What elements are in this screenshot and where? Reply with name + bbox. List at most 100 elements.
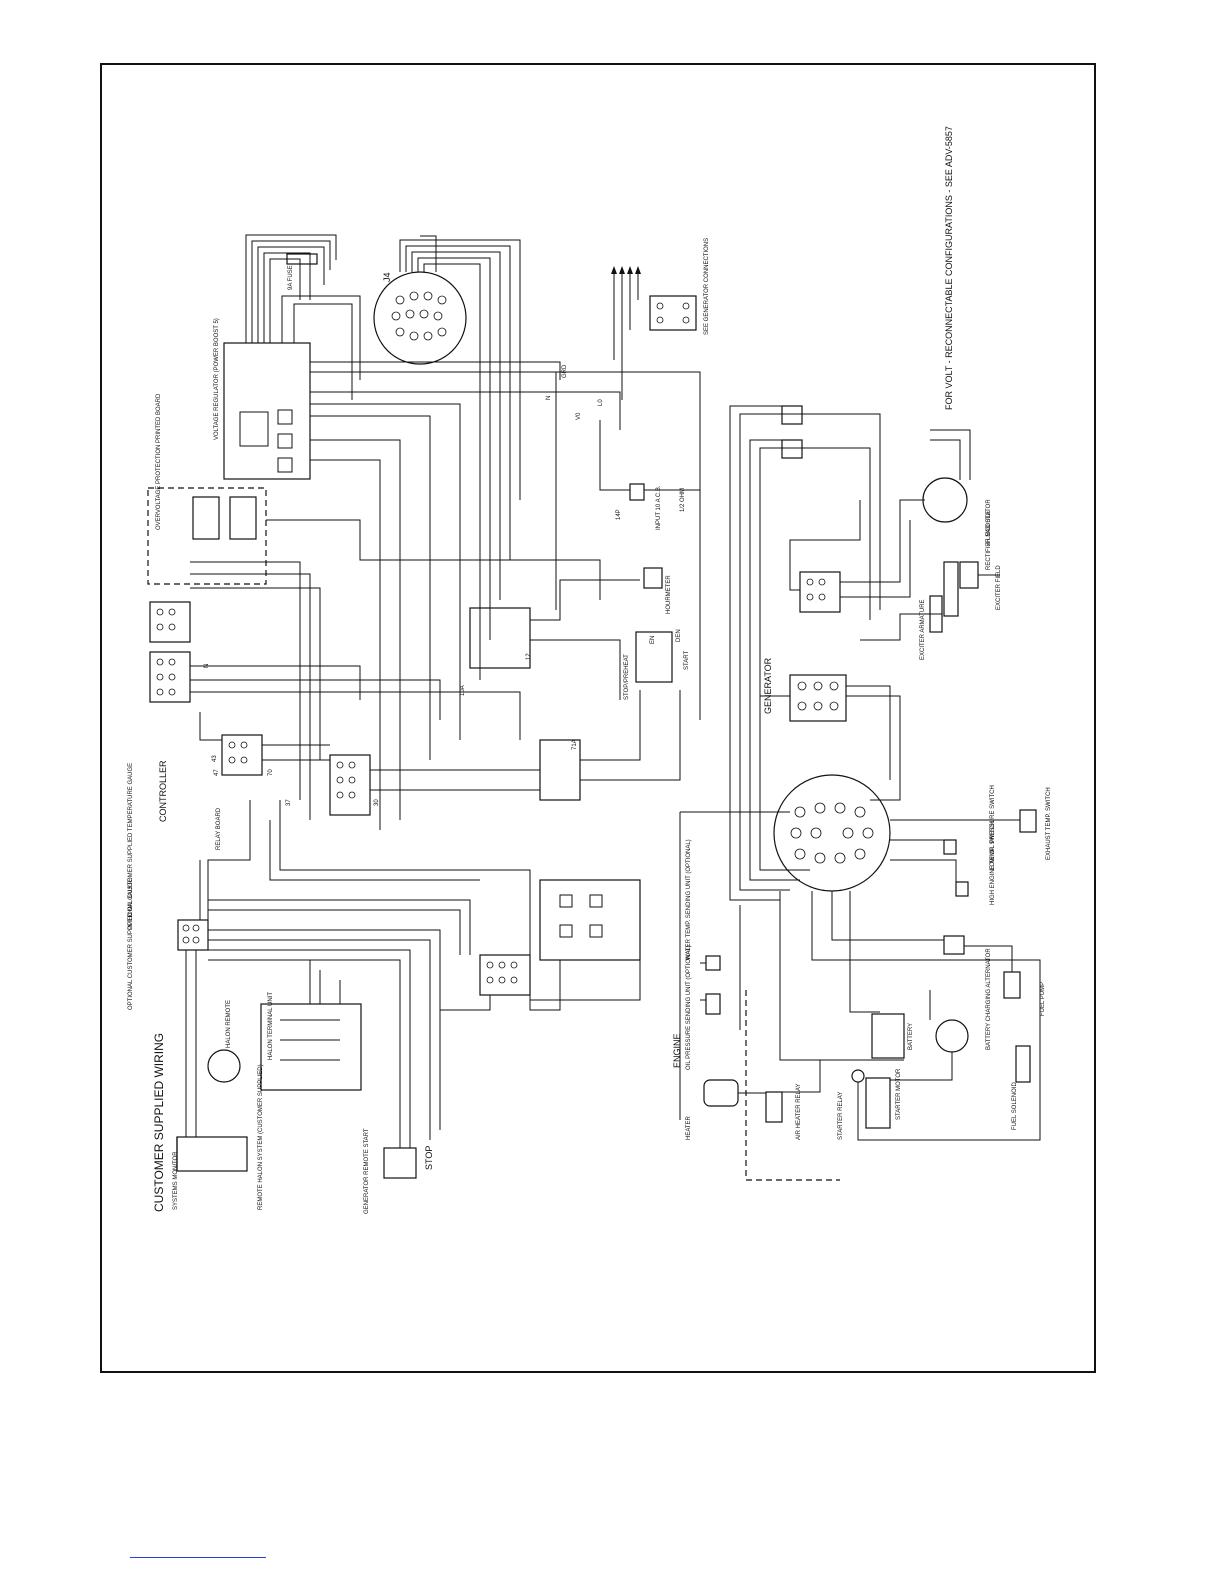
svg-text:SEE GENERATOR CONNECTIONS: SEE GENERATOR CONNECTIONS: [704, 238, 710, 335]
svg-text:30: 30: [374, 799, 380, 806]
exhaust-temp-switch: EXHAUST TEMP. SWITCH: [1019, 787, 1052, 860]
connector-p1: [329, 754, 371, 816]
connector-j6: [479, 954, 531, 996]
svg-text:EN: EN: [650, 636, 656, 644]
svg-text:HIGH ENGINE TEMP. SWITCH: HIGH ENGINE TEMP. SWITCH: [990, 821, 996, 905]
svg-text:START: START: [684, 651, 690, 670]
svg-text:CONTROLLER: CONTROLLER: [158, 760, 168, 822]
starter-motor: STARTER MOTOR: [865, 1068, 902, 1129]
low-oil-pressure-switch: LOW OIL PRESSURE SWITCH: [943, 785, 996, 870]
stator: 4 LEAD STATOR: [922, 477, 992, 545]
relay-k25: [469, 607, 531, 669]
svg-text:VOLTAGE REGULATOR (POWER BOOST: VOLTAGE REGULATOR (POWER BOOST 5): [214, 318, 220, 440]
svg-text:SYSTEMS MONITOR: SYSTEMS MONITOR: [173, 1151, 179, 1210]
svg-text:AIR HEATER RELAY: AIR HEATER RELAY: [796, 1084, 802, 1140]
svg-text:V0: V0: [576, 412, 582, 420]
engine-dashed-boundary: [745, 990, 840, 1181]
svg-text:OPTIONAL CUSTOMER SUPPLIED TEM: OPTIONAL CUSTOMER SUPPLIED TEMPERATURE G…: [128, 763, 134, 930]
line-output-arrows: [611, 266, 641, 400]
footer-link-underline[interactable]: [130, 1557, 266, 1558]
battery: BATTERY: [871, 1013, 914, 1059]
exciter-field: EXCITER FIELD: [943, 561, 1002, 617]
reconnectable-note: FOR VOLT - RECONNECTABLE CONFIGURATIONS …: [944, 126, 954, 410]
svg-text:EXHAUST TEMP. SWITCH: EXHAUST TEMP. SWITCH: [1046, 787, 1052, 860]
svg-text:STOP/PREHEAT: STOP/PREHEAT: [624, 654, 630, 700]
stop-preheat-start-switch: STOP/PREHEAT START: [624, 631, 690, 700]
svg-text:14P: 14P: [616, 509, 622, 520]
fuel-solenoid: FUEL SOLENOID: [1012, 1045, 1031, 1130]
svg-text:STOP: STOP: [424, 1146, 434, 1170]
svg-text:BATTERY CHARGING ALTERNATOR: BATTERY CHARGING ALTERNATOR: [986, 948, 992, 1050]
input-circuit-breaker: INPUT 10 A C.B.: [629, 483, 662, 530]
svg-text:DEN: DEN: [676, 629, 682, 642]
svg-text:J4: J4: [382, 272, 392, 282]
high-engine-temp-switch: HIGH ENGINE TEMP. SWITCH: [955, 821, 996, 905]
svg-text:GENERATOR: GENERATOR: [763, 657, 773, 714]
heater: HEATER: [686, 1079, 739, 1140]
connector-p6-right: [781, 439, 803, 459]
svg-text:HEATER: HEATER: [686, 1115, 692, 1140]
svg-text:FUEL PUMP: FUEL PUMP: [1040, 982, 1046, 1016]
connector-p35: [149, 651, 191, 703]
svg-text:REMOTE HALON SYSTEM (CUSTOMER: REMOTE HALON SYSTEM (CUSTOMER SUPPLIED): [258, 1064, 264, 1210]
generator-remote-start: GENERATOR REMOTE START STOP: [364, 1128, 434, 1214]
connector-p2: CONTROLLER RELAY BOARD: [158, 734, 263, 850]
svg-text:37: 37: [286, 799, 292, 806]
wire-bundle-lower-left: [185, 800, 641, 1148]
svg-text:RELAY BOARD: RELAY BOARD: [216, 807, 222, 850]
svg-text:HALON TERMINAL UNIT: HALON TERMINAL UNIT: [268, 992, 274, 1060]
svg-text:9A FUSE: 9A FUSE: [288, 265, 294, 290]
oil-pressure-sender: OIL PRESSURE SENDING UNIT (OPTIONAL): [686, 945, 721, 1070]
connector-p4: [773, 774, 891, 892]
svg-text:WATER TEMP. SENDING UNIT (OPTI: WATER TEMP. SENDING UNIT (OPTIONAL): [686, 839, 692, 960]
svg-text:10A: 10A: [460, 685, 466, 696]
svg-text:STARTER RELAY: STARTER RELAY: [838, 1092, 844, 1140]
svg-text:OPTIONAL CUSTOMER SUPPLIED OIL: OPTIONAL CUSTOMER SUPPLIED OIL GAUGE: [128, 878, 134, 1010]
generator-connections-box: SEE GENERATOR CONNECTIONS: [649, 238, 710, 335]
svg-text:GENERATOR REMOTE START: GENERATOR REMOTE START: [364, 1128, 370, 1214]
exciter-armature: EXCITER ARMATURE: [920, 595, 943, 660]
wire-bundle-upper: [245, 234, 521, 680]
svg-text:4 LEAD STATOR: 4 LEAD STATOR: [986, 499, 992, 545]
svg-text:OIL PRESSURE SENDING UNIT (OPT: OIL PRESSURE SENDING UNIT (OPTIONAL): [686, 945, 692, 1070]
svg-text:L0: L0: [598, 399, 604, 406]
drawing-frame: [100, 63, 1096, 1373]
svg-text:GRD: GRD: [562, 364, 568, 378]
connector-p6-left: OPTIONAL CUSTOMER SUPPLIED TEMPERATURE G…: [128, 763, 209, 1010]
connector-p7: [781, 405, 803, 425]
starter-relay: STARTER RELAY: [838, 1069, 865, 1140]
connector-j8: GENERATOR: [763, 657, 847, 722]
svg-text:FOR VOLT - RECONNECTABLE CONFI: FOR VOLT - RECONNECTABLE CONFIGURATIONS …: [944, 126, 954, 410]
svg-text:BATTERY: BATTERY: [908, 1023, 914, 1050]
svg-text:N: N: [204, 664, 210, 668]
svg-text:43: 43: [212, 755, 218, 762]
svg-text:ENGINE: ENGINE: [672, 1033, 682, 1068]
svg-text:LOW OIL PRESSURE SWITCH: LOW OIL PRESSURE SWITCH: [990, 785, 996, 870]
svg-text:47: 47: [214, 769, 220, 776]
svg-text:N: N: [546, 396, 552, 400]
svg-text:FUEL SOLENOID: FUEL SOLENOID: [1012, 1082, 1018, 1130]
svg-text:HALON REMOTE: HALON REMOTE: [226, 1000, 232, 1048]
relay-k50: [539, 879, 641, 961]
wire-bundle-middle: [190, 361, 701, 830]
svg-text:STARTER MOTOR: STARTER MOTOR: [896, 1068, 902, 1120]
connector-j4: J4: [373, 271, 467, 365]
halon-remote: HALON REMOTE: [207, 1000, 241, 1083]
connector-j35: [149, 601, 191, 643]
wire-bundle-right: [679, 405, 1041, 1141]
diagram-title: CUSTOMER SUPPLIED WIRING: [152, 1033, 166, 1212]
svg-text:RECTIFIER MODULE: RECTIFIER MODULE: [986, 511, 992, 570]
svg-text:HOURMETER: HOURMETER: [666, 575, 672, 614]
water-temp-sender: WATER TEMP. SENDING UNIT (OPTIONAL): [686, 839, 721, 971]
systems-monitor-box: SYSTEMS MONITOR: [173, 1136, 248, 1210]
svg-text:EXCITER ARMATURE: EXCITER ARMATURE: [920, 599, 926, 660]
connector-p9: [943, 935, 965, 955]
svg-text:EXCITER FIELD: EXCITER FIELD: [996, 565, 1002, 610]
battery-charging-alternator: BATTERY CHARGING ALTERNATOR: [935, 948, 992, 1053]
svg-text:12: 12: [526, 653, 532, 660]
svg-text:71A: 71A: [572, 739, 578, 750]
svg-text:INPUT 10 A C.B.: INPUT 10 A C.B.: [656, 485, 662, 530]
overvoltage-board: OVERVOLTAGE PROTECTION PRINTED BOARD: [147, 393, 267, 585]
connector-p8: [799, 571, 841, 613]
